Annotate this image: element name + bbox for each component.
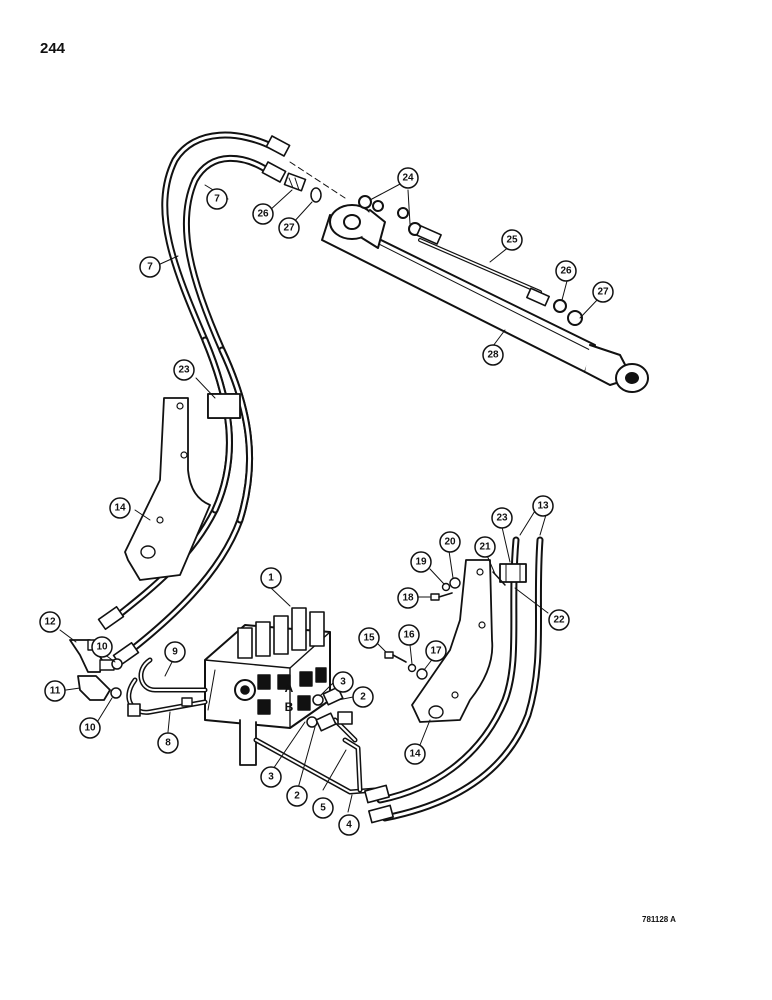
callout-3: 3	[340, 677, 346, 688]
callout-22: 22	[553, 615, 565, 626]
callout-13: 13	[537, 501, 549, 512]
connector-26-upper	[283, 172, 307, 192]
leader-5	[322, 749, 347, 791]
bracket-14-right	[411, 559, 494, 723]
callout-5: 5	[320, 803, 326, 814]
leader-1	[270, 587, 291, 607]
bracket-14-left	[124, 397, 211, 581]
callout-4: 4	[346, 820, 352, 831]
leader-lines-bolts-upper	[417, 550, 454, 598]
tube-fitting	[127, 703, 141, 717]
tube-9	[138, 657, 208, 693]
hose-fitting	[97, 605, 125, 631]
callout-10: 10	[96, 642, 108, 653]
callout-1: 1	[268, 573, 274, 584]
callout-23: 23	[178, 365, 190, 376]
callout-19: 19	[415, 557, 427, 568]
callout-15: 15	[363, 633, 375, 644]
callout-12: 12	[44, 617, 56, 628]
leader-14-right	[419, 719, 431, 746]
tube-nut	[181, 697, 193, 707]
clamp-23-left-front	[207, 393, 241, 419]
hose-fitting	[265, 135, 291, 157]
hose-fitting	[261, 161, 287, 183]
callout-27: 27	[597, 287, 609, 298]
leader-4	[347, 794, 353, 813]
callout-2: 2	[294, 791, 300, 802]
fittings-24	[358, 195, 442, 245]
callout-7: 7	[147, 262, 153, 273]
bolt-18	[430, 592, 453, 601]
callout-20: 20	[444, 537, 456, 548]
callout-28: 28	[487, 350, 499, 361]
callout-14: 14	[114, 503, 126, 514]
callout-27: 27	[283, 223, 295, 234]
control-valve-1	[204, 607, 331, 766]
washer-17	[416, 668, 428, 680]
tube-25	[418, 238, 542, 294]
leader-lines-left-fittings	[59, 629, 116, 725]
callout-23: 23	[496, 513, 508, 524]
callout-3: 3	[268, 772, 274, 783]
hose-13-b	[381, 536, 544, 822]
callout-18: 18	[402, 593, 414, 604]
callout-11: 11	[50, 686, 61, 697]
figure-code: 781128 A	[642, 915, 676, 924]
hose-fitting	[364, 784, 390, 804]
elbow-11	[77, 659, 115, 701]
leader-8	[167, 711, 171, 733]
callout-2: 2	[360, 692, 366, 703]
leader-lines-valve	[270, 681, 354, 793]
washer-20	[449, 577, 461, 589]
callout-9: 9	[172, 647, 178, 658]
tube-5	[332, 717, 363, 793]
bolt-15	[384, 651, 407, 663]
callout-16: 16	[403, 630, 415, 641]
callout-10: 10	[84, 723, 96, 734]
leader-14-left	[134, 509, 151, 521]
leader-22	[514, 587, 549, 614]
connector-26-lower	[526, 287, 583, 326]
callout-14: 14	[409, 749, 421, 760]
hose-13-a	[376, 536, 520, 804]
callout-25: 25	[506, 235, 518, 246]
assembly-centerline	[289, 161, 346, 199]
callout-17: 17	[430, 646, 442, 657]
callout-21: 21	[479, 542, 491, 553]
cylinder-28	[321, 204, 649, 393]
port-b-label: B	[285, 700, 294, 714]
hose-7-inner	[121, 154, 274, 659]
leader-9	[164, 661, 173, 677]
callout-24: 24	[402, 173, 414, 184]
callout-26: 26	[257, 209, 269, 220]
leader-23-right	[501, 526, 511, 563]
fittings-2-3	[306, 686, 353, 732]
clamp-23-right	[499, 563, 527, 583]
leader-23-left	[195, 377, 216, 399]
callout-26: 26	[560, 266, 572, 277]
port-a-label: A	[285, 681, 294, 695]
page-number: 244	[40, 40, 66, 57]
lockwasher-16	[407, 663, 417, 673]
oring-27-upper	[310, 187, 322, 203]
callout-8: 8	[165, 738, 171, 749]
callout-7: 7	[214, 194, 220, 205]
lockwasher-19	[441, 582, 451, 592]
hose-fitting	[368, 804, 394, 824]
oring-10-lower	[110, 687, 122, 699]
